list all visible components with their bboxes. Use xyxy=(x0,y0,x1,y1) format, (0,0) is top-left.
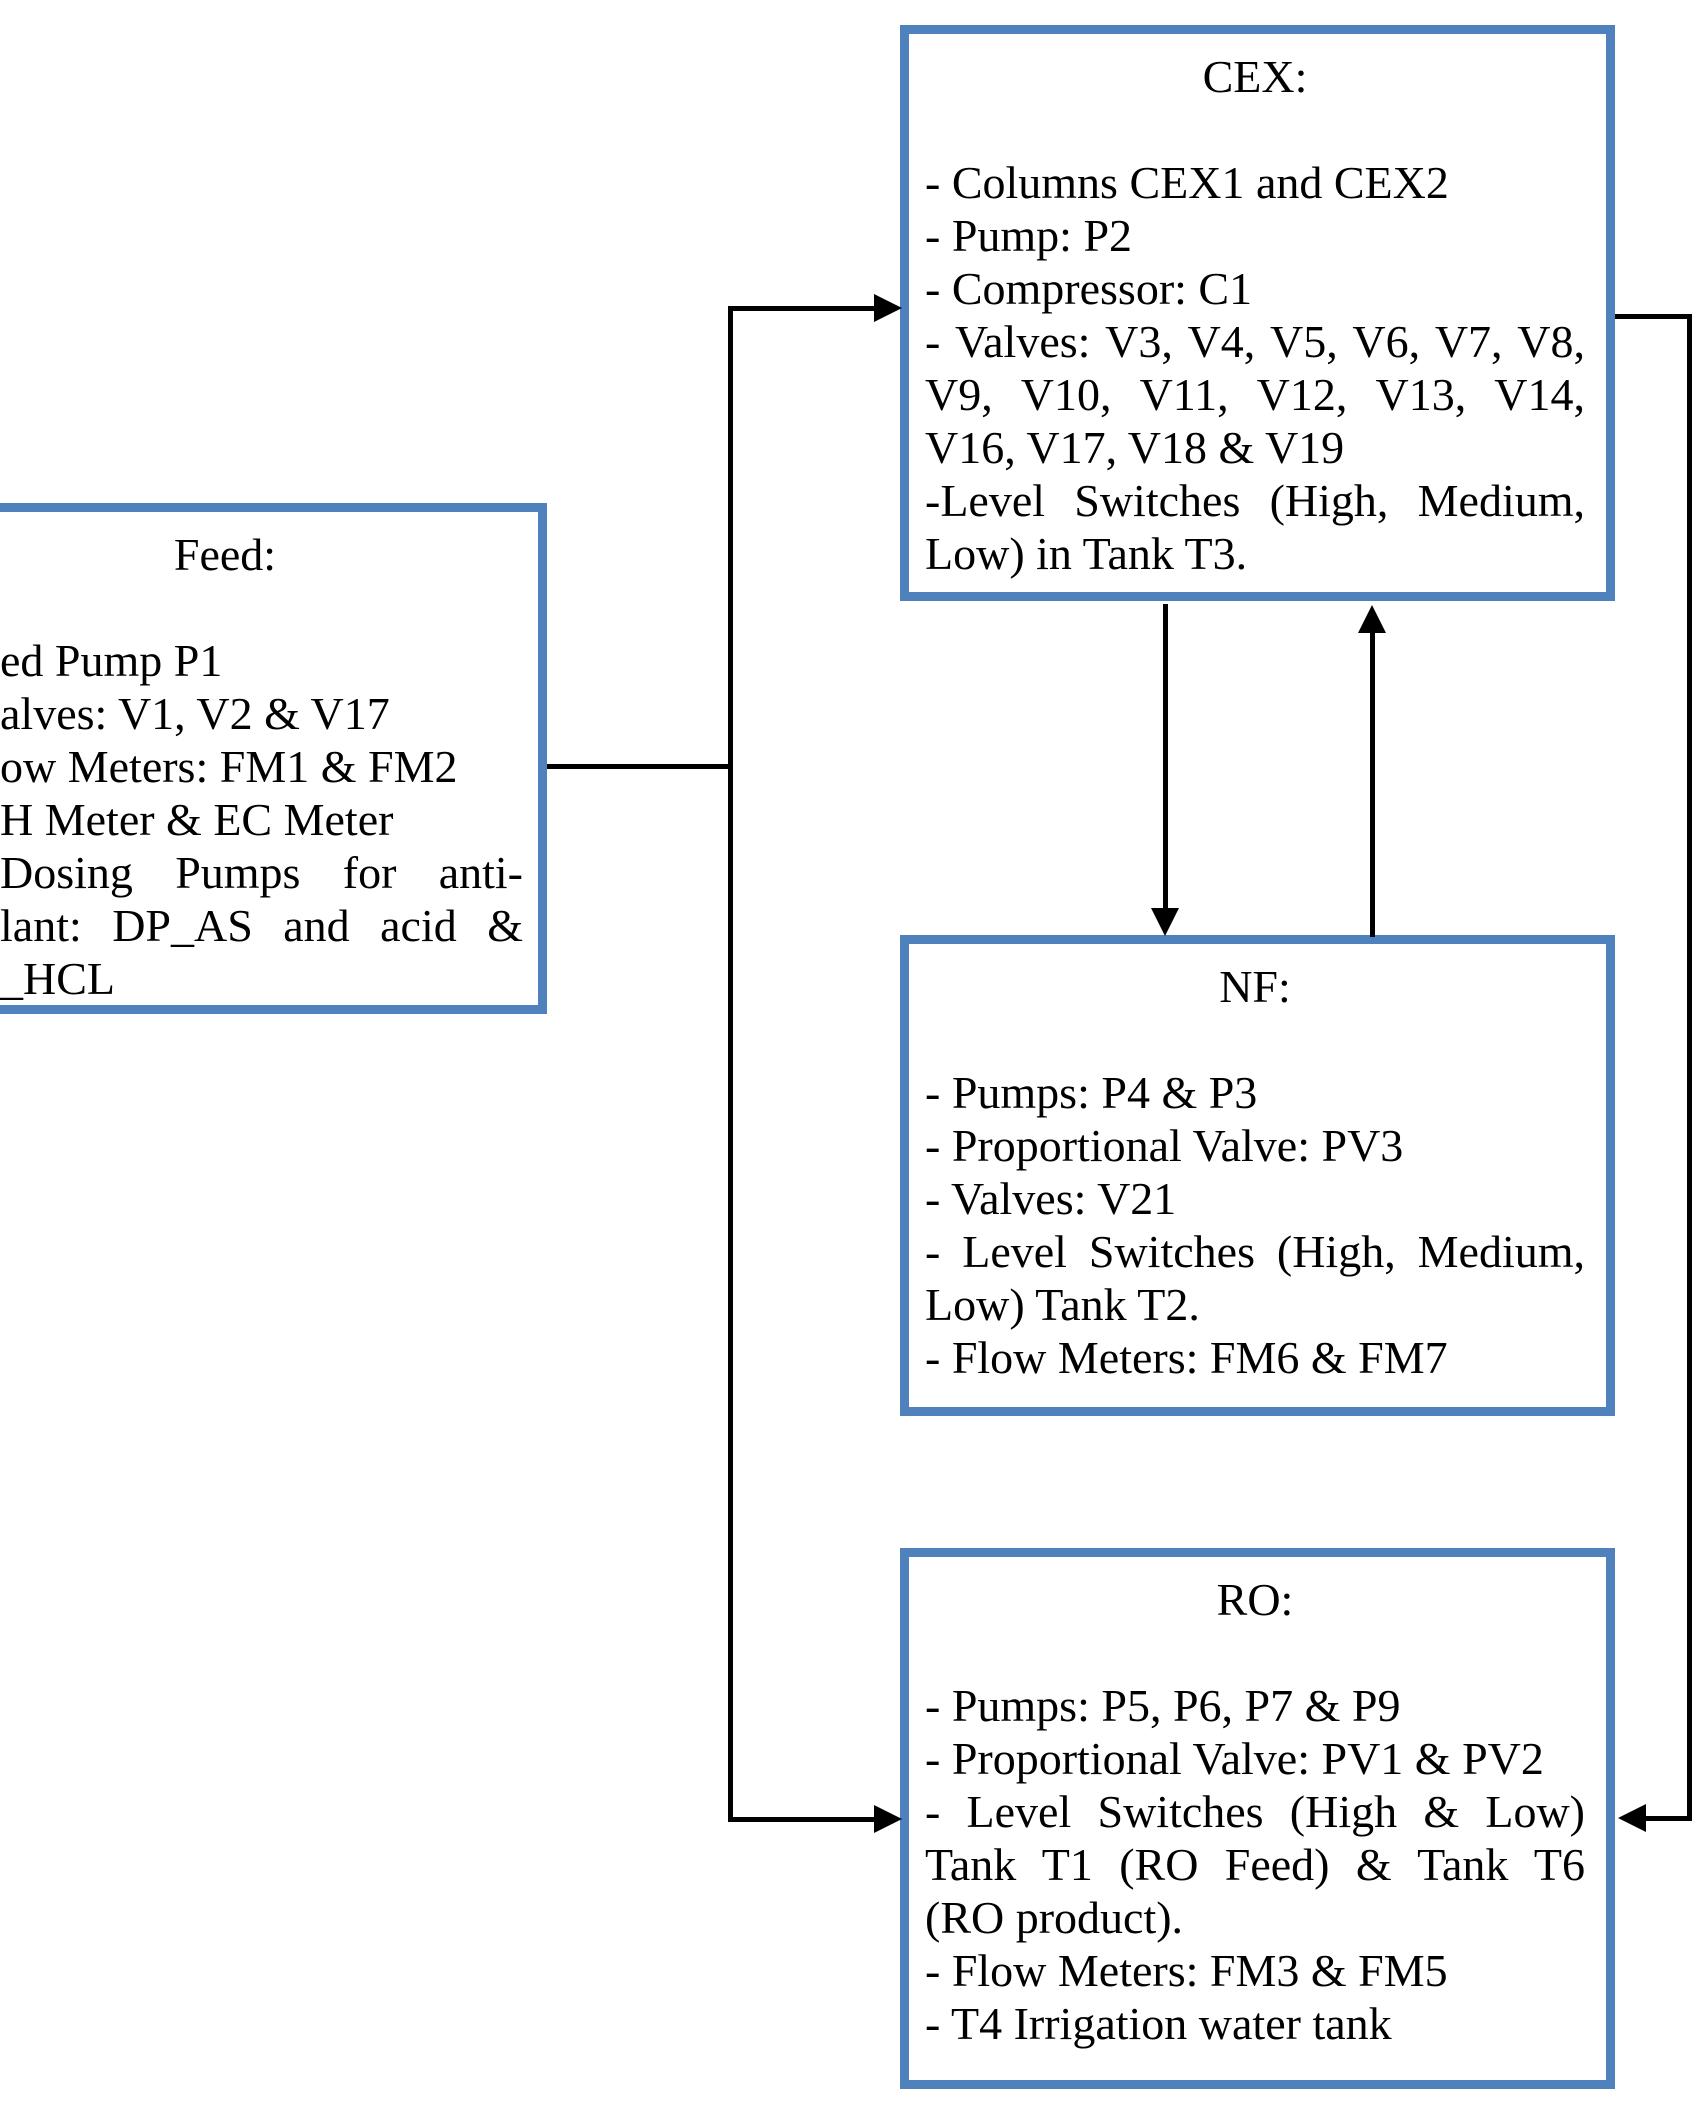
ro-line: (RO product). xyxy=(925,1892,1184,1943)
cex-to-ro-trunk-line xyxy=(1687,314,1692,1821)
ro-entry-line xyxy=(1644,1816,1692,1821)
nf-line: - Level Switches (High, Medium, xyxy=(925,1226,1585,1277)
feed-box: Feed: ed Pump P1 alves: V1, V2 & V17 ow … xyxy=(0,503,547,1014)
ro-line: - Flow Meters: FM3 & FM5 xyxy=(925,1945,1448,1996)
cex-line: V16, V17, V18 & V19 xyxy=(925,422,1345,473)
nf-line: - Pumps: P4 & P3 xyxy=(925,1067,1258,1118)
nf-line: - Proportional Valve: PV3 xyxy=(925,1120,1404,1171)
nf-line: - Valves: V21 xyxy=(925,1173,1177,1224)
branch-to-cex-line xyxy=(728,306,876,311)
cex-box-title: CEX: xyxy=(1202,51,1308,102)
feed-to-branch-line xyxy=(547,764,733,769)
arrowhead-up-icon xyxy=(1358,605,1386,633)
spacer xyxy=(925,103,1585,156)
arrowhead-right-icon xyxy=(874,294,902,322)
branch-to-ro-line xyxy=(728,1817,876,1822)
branch-trunk-line xyxy=(728,306,733,1822)
feed-line: _HCL xyxy=(0,953,115,1004)
feed-line: ow Meters: FM1 & FM2 xyxy=(0,741,458,792)
cex-line: - Columns CEX1 and CEX2 xyxy=(925,157,1449,208)
ro-line: - Proportional Valve: PV1 & PV2 xyxy=(925,1733,1544,1784)
ro-line: Tank T1 (RO Feed) & Tank T6 xyxy=(925,1839,1585,1890)
nf-to-cex-line xyxy=(1370,630,1375,937)
arrowhead-down-icon xyxy=(1151,908,1179,936)
cex-line: - Pump: P2 xyxy=(925,210,1133,261)
nf-box-body: NF: - Pumps: P4 & P3 - Proportional Valv… xyxy=(925,960,1585,1384)
ro-line: - T4 Irrigation water tank xyxy=(925,1998,1392,2049)
nf-line: Low) Tank T2. xyxy=(925,1279,1200,1330)
feed-box-title: Feed: xyxy=(173,529,277,580)
feed-line: ed Pump P1 xyxy=(0,635,223,686)
cex-right-exit-line xyxy=(1615,314,1692,319)
feed-box-body: ed Pump P1 alves: V1, V2 & V17 ow Meters… xyxy=(0,634,523,1005)
cex-line: V9, V10, V11, V12, V13, V14, xyxy=(925,369,1585,420)
spacer xyxy=(925,1626,1585,1679)
nf-box: NF: - Pumps: P4 & P3 - Proportional Valv… xyxy=(900,935,1615,1416)
nf-line: - Flow Meters: FM6 & FM7 xyxy=(925,1332,1448,1383)
cex-line: - Valves: V3, V4, V5, V6, V7, V8, xyxy=(925,316,1585,367)
spacer xyxy=(0,581,538,634)
ro-line: - Level Switches (High & Low) xyxy=(925,1786,1585,1837)
ro-box-title: RO: xyxy=(1216,1574,1294,1625)
cex-box: CEX: - Columns CEX1 and CEX2 - Pump: P2 … xyxy=(900,25,1615,601)
arrowhead-left-icon xyxy=(1618,1804,1646,1832)
feed-line: lant: DP_AS and acid & xyxy=(0,900,523,951)
cex-to-nf-line xyxy=(1163,604,1168,914)
nf-box-title: NF: xyxy=(1219,961,1291,1012)
feed-line: alves: V1, V2 & V17 xyxy=(0,688,390,739)
spacer xyxy=(925,1013,1585,1066)
feed-line: Dosing Pumps for anti- xyxy=(0,847,523,898)
ro-box: RO: - Pumps: P5, P6, P7 & P9 - Proportio… xyxy=(900,1548,1615,2089)
feed-line: H Meter & EC Meter xyxy=(0,794,394,845)
cex-line: -Level Switches (High, Medium, xyxy=(925,475,1585,526)
cex-line: Low) in Tank T3. xyxy=(925,528,1248,579)
arrowhead-right-icon xyxy=(874,1805,902,1833)
cex-line: - Compressor: C1 xyxy=(925,263,1253,314)
ro-line: - Pumps: P5, P6, P7 & P9 xyxy=(925,1680,1401,1731)
ro-box-body: RO: - Pumps: P5, P6, P7 & P9 - Proportio… xyxy=(925,1573,1585,2050)
cex-box-body: CEX: - Columns CEX1 and CEX2 - Pump: P2 … xyxy=(925,50,1585,580)
